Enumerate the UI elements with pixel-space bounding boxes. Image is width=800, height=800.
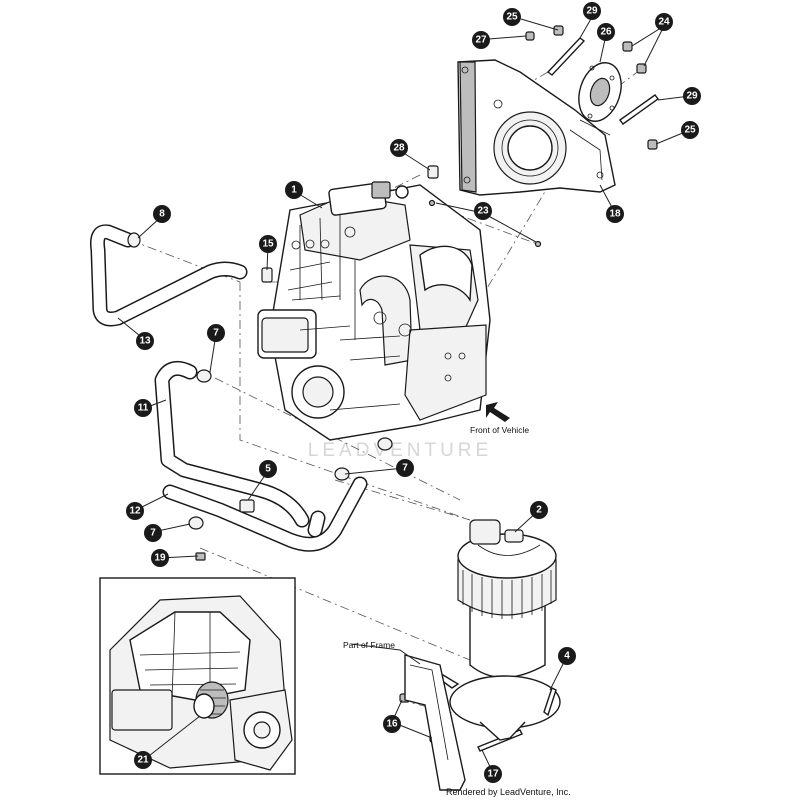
svg-text:7: 7 <box>150 528 156 539</box>
front-of-vehicle-indicator: Front of Vehicle <box>470 402 529 435</box>
callout-24: 24 <box>655 13 673 31</box>
coolant-hose-13 <box>90 224 248 327</box>
coolant-hose-12 <box>162 476 368 552</box>
svg-text:25: 25 <box>506 12 518 23</box>
callout-26: 26 <box>597 23 615 41</box>
svg-text:7: 7 <box>213 328 219 339</box>
callout-21: 21 <box>134 751 152 769</box>
svg-text:4: 4 <box>564 651 570 662</box>
callout-13: 13 <box>136 332 154 350</box>
svg-text:21: 21 <box>137 755 149 766</box>
callout-23: 23 <box>474 202 492 220</box>
oil-filter-inset <box>193 681 229 719</box>
svg-text:7: 7 <box>402 463 408 474</box>
svg-text:13: 13 <box>139 336 151 347</box>
callout-8: 8 <box>153 205 171 223</box>
svg-text:19: 19 <box>154 553 166 564</box>
callout-5: 5 <box>259 460 277 478</box>
watermark: LEADVENTURE <box>308 440 492 461</box>
part-of-frame-label: Part of Frame <box>343 640 395 650</box>
svg-text:25: 25 <box>684 125 696 136</box>
svg-text:24: 24 <box>658 17 670 28</box>
callout-15: 15 <box>259 235 277 253</box>
callout-19: 19 <box>151 549 169 567</box>
callouts: 25 29 27 26 24 29 25 28 18 1 23 8 15 13 … <box>126 2 701 783</box>
engine-assembly <box>257 181 491 441</box>
svg-text:27: 27 <box>475 35 487 46</box>
callout-11: 11 <box>134 399 152 417</box>
callout-1: 1 <box>285 181 303 199</box>
callout-7: 7 <box>207 324 225 342</box>
svg-text:17: 17 <box>487 769 499 780</box>
svg-text:5: 5 <box>265 464 271 475</box>
callout-2: 2 <box>530 501 548 519</box>
callout-7: 7 <box>144 524 162 542</box>
adapter-housing <box>457 59 616 196</box>
svg-text:11: 11 <box>138 403 149 414</box>
credit-text: Rendered by LeadVenture, Inc. <box>446 787 571 797</box>
seal-plate <box>578 62 622 122</box>
callout-16: 16 <box>383 715 401 733</box>
svg-text:15: 15 <box>262 239 274 250</box>
callout-4: 4 <box>558 647 576 665</box>
svg-text:23: 23 <box>477 206 489 217</box>
callout-28: 28 <box>390 139 408 157</box>
air-cleaner <box>457 519 557 679</box>
svg-text:29: 29 <box>586 6 598 17</box>
mounting-bracket <box>436 674 561 741</box>
svg-text:8: 8 <box>159 209 165 220</box>
svg-text:29: 29 <box>686 91 698 102</box>
svg-text:1: 1 <box>291 185 297 196</box>
coolant-hose-11 <box>154 360 310 528</box>
callout-29: 29 <box>583 2 601 20</box>
svg-text:18: 18 <box>609 209 621 220</box>
hose-clamps <box>127 232 393 530</box>
svg-text:26: 26 <box>600 27 612 38</box>
callout-7: 7 <box>396 459 414 477</box>
callout-25: 25 <box>503 8 521 26</box>
callout-27: 27 <box>472 31 490 49</box>
callout-17: 17 <box>484 765 502 783</box>
svg-text:28: 28 <box>393 143 405 154</box>
callout-18: 18 <box>606 205 624 223</box>
frame-section <box>404 654 466 791</box>
svg-text:2: 2 <box>536 505 542 516</box>
svg-text:12: 12 <box>129 506 141 517</box>
front-of-vehicle-label: Front of Vehicle <box>470 425 529 435</box>
callout-12: 12 <box>126 502 144 520</box>
inset-view <box>99 577 296 775</box>
svg-text:16: 16 <box>386 719 398 730</box>
callout-25: 25 <box>681 121 699 139</box>
callout-29: 29 <box>683 87 701 105</box>
